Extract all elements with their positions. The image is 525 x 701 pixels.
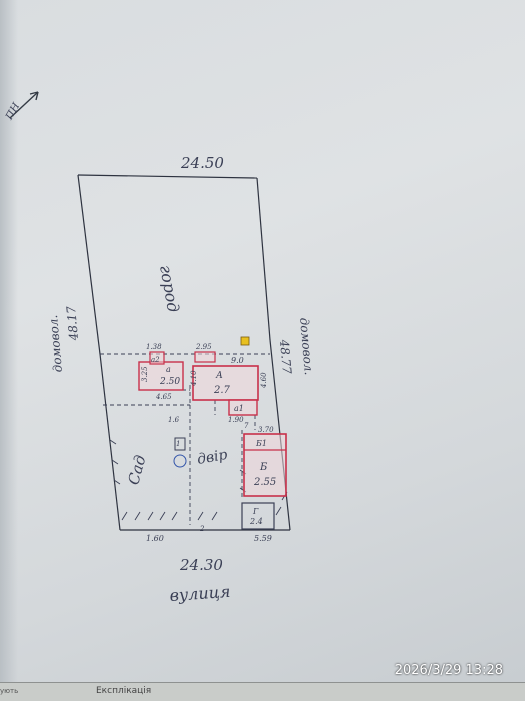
svg-text:4.10: 4.10 <box>190 370 198 387</box>
building-a1-letter: а1 <box>234 404 244 413</box>
blue-mark-icon <box>173 454 187 468</box>
svg-text:4.60: 4.60 <box>260 372 268 389</box>
svg-text:3.25: 3.25 <box>141 366 149 382</box>
building-a1 <box>228 399 258 416</box>
building-a-sub: 2.7 <box>213 385 231 396</box>
bottom-width: 24.30 <box>179 556 223 574</box>
building-b-top-letter: Б1 <box>255 439 267 448</box>
building-b-sub: 2.55 <box>253 477 276 488</box>
well-icon <box>174 437 186 451</box>
garden-label: город <box>156 263 183 313</box>
building-b <box>243 433 287 497</box>
explication-strip <box>0 682 525 701</box>
right-neighbor: домовол. <box>297 317 316 376</box>
north-arrow-icon <box>9 91 39 119</box>
svg-text:1: 1 <box>176 440 180 448</box>
marker-icon <box>240 336 250 346</box>
north-label: ПН <box>4 101 23 123</box>
building-g <box>241 502 275 530</box>
svg-text:7: 7 <box>244 422 249 430</box>
footer-left-text: ують <box>0 687 19 695</box>
svg-text:1.90: 1.90 <box>228 416 244 424</box>
svg-text:3.70: 3.70 <box>258 426 274 434</box>
yard-label: двір <box>196 447 229 468</box>
svg-text:2: 2 <box>199 525 205 533</box>
left-neighbor: домовол. <box>46 314 65 373</box>
building-g-letter: Г <box>252 507 259 516</box>
building-small-left <box>138 361 184 391</box>
building-small-left-sub: 2.50 <box>159 377 180 387</box>
svg-text:2.95: 2.95 <box>195 343 212 351</box>
left-length: 48.17 <box>64 305 81 342</box>
building-a-letter: А <box>215 371 223 381</box>
paper-edge-shadow <box>0 0 18 700</box>
dimension-labels: 1.38 2.95 9.0 3.25 4.65 4.10 4.60 1.90 3… <box>141 343 274 543</box>
street-label: вулиця <box>169 582 231 605</box>
photo-timestamp: 2026/3/29 13:28 <box>394 663 503 678</box>
right-length: 48.77 <box>277 338 294 375</box>
svg-text:1.6: 1.6 <box>168 416 180 424</box>
building-porch <box>194 351 216 363</box>
svg-text:4.65: 4.65 <box>155 393 172 401</box>
building-a <box>192 365 259 401</box>
svg-text:1.60: 1.60 <box>146 534 164 543</box>
svg-text:9.0: 9.0 <box>231 356 244 365</box>
svg-text:5.59: 5.59 <box>254 534 272 543</box>
building-a2 <box>149 351 165 365</box>
building-small-left-letter: а <box>166 365 171 374</box>
explication-title: Експлікація <box>96 686 152 696</box>
building-b-letter: Б <box>259 462 268 473</box>
svg-text:1.38: 1.38 <box>146 343 162 351</box>
building-a2-letter: а2 <box>151 356 160 364</box>
orchard-label: Сад <box>124 453 149 487</box>
building-g-sub: 2.4 <box>249 517 263 526</box>
plot-boundary <box>77 174 291 531</box>
top-width: 24.50 <box>180 154 224 172</box>
